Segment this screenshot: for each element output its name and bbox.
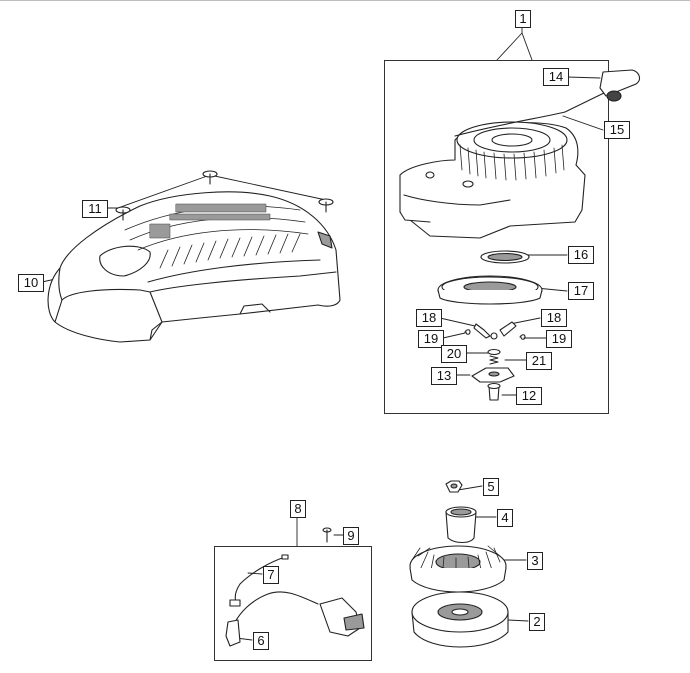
callout-17: 17	[568, 282, 594, 300]
callout-14: 14	[543, 68, 569, 86]
pawl-spring-part-19	[464, 329, 526, 340]
callout-16: 16	[568, 246, 594, 264]
callout-19-right: 19	[546, 330, 572, 348]
spring-part-21	[489, 355, 499, 365]
starter-housing-part	[399, 121, 586, 239]
callout-4: 4	[497, 509, 513, 527]
callout-7: 7	[263, 566, 279, 584]
ratchet-plate-part-13	[471, 367, 515, 383]
screw-part-12	[487, 382, 501, 401]
callout-3: 3	[527, 552, 543, 570]
screw-part-9	[322, 527, 332, 543]
engine-cover-part-10	[47, 191, 341, 343]
sleeve-part-4	[445, 506, 477, 544]
starter-handle-part-14	[599, 69, 641, 102]
screw-part-11	[115, 170, 334, 221]
leader-lines	[41, 26, 604, 641]
nut-part-5	[445, 480, 463, 493]
callout-20: 20	[441, 345, 467, 363]
top-divider	[0, 0, 690, 1]
pulley-part-17	[437, 275, 543, 305]
recoil-starter-group-frame	[384, 60, 609, 414]
callout-8: 8	[290, 500, 306, 518]
callout-6: 6	[253, 632, 269, 650]
callout-18-right: 18	[541, 309, 567, 327]
pawl-part-18	[473, 321, 517, 340]
callout-2: 2	[529, 613, 545, 631]
callout-19-left: 19	[418, 330, 444, 348]
callout-10: 10	[18, 274, 44, 292]
washer-part-20	[487, 348, 501, 356]
callout-18-left: 18	[416, 309, 442, 327]
starter-rope-part-15	[454, 91, 607, 137]
callout-12: 12	[516, 387, 542, 405]
ground-wire-part-7	[229, 554, 289, 607]
callout-9: 9	[343, 527, 359, 545]
callout-21: 21	[526, 352, 552, 370]
spring-part-16	[480, 250, 530, 264]
callout-11: 11	[82, 200, 108, 218]
flywheel-part-2	[411, 591, 509, 648]
callout-13: 13	[431, 367, 457, 385]
callout-5: 5	[483, 478, 499, 496]
callout-1: 1	[515, 10, 531, 28]
ignition-group-frame	[214, 546, 372, 661]
fan-part-3	[409, 545, 507, 593]
callout-15: 15	[604, 121, 630, 139]
ignition-coil-part-6	[225, 591, 365, 647]
